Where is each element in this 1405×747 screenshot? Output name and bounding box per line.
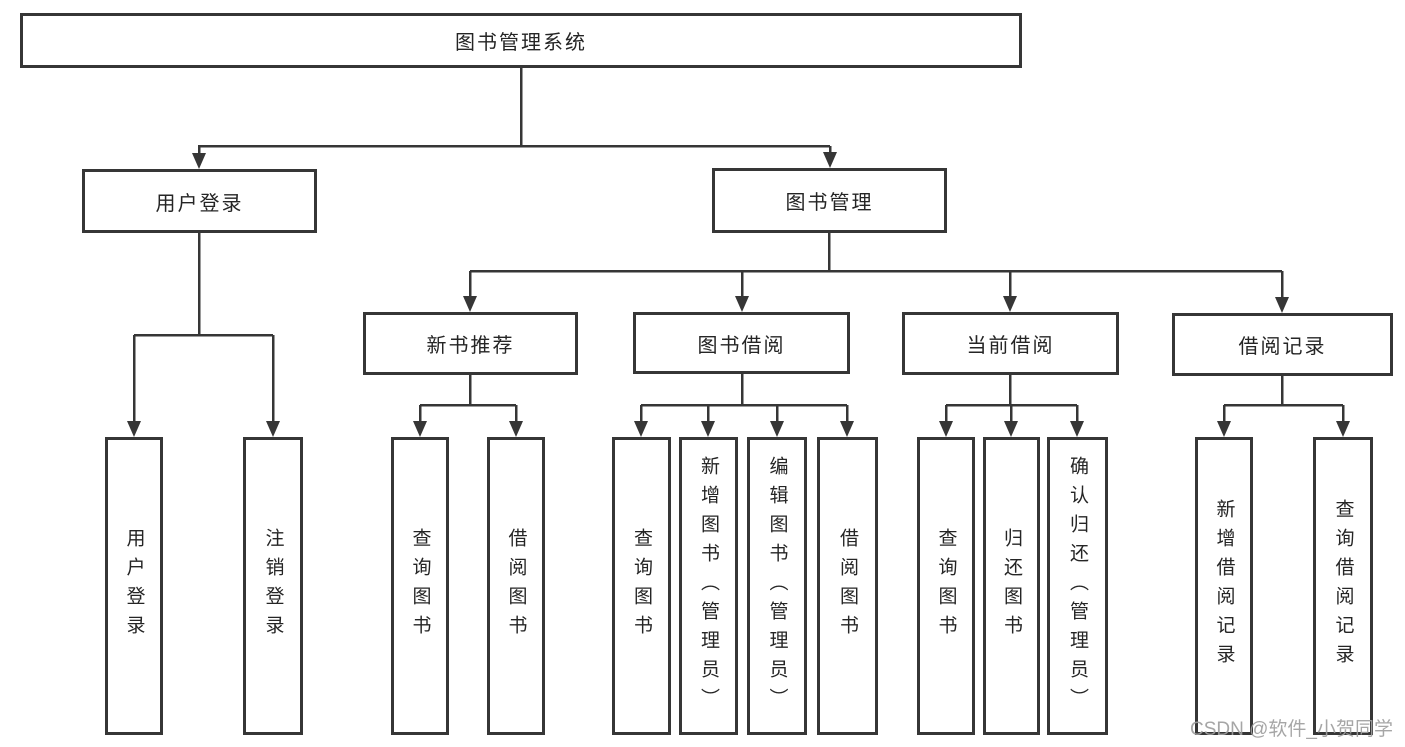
node-add-books-admin-label: 新增图书（管理员） (698, 455, 719, 717)
node-user-login-leaf-label: 用户登录 (123, 528, 145, 644)
node-query-books-current: 查询图书 (917, 437, 975, 735)
node-edit-books-admin-label: 编辑图书（管理员） (766, 455, 788, 717)
node-new-book-recommendation-label: 新书推荐 (426, 335, 515, 357)
node-query-books-current-label: 查询图书 (935, 528, 957, 644)
node-edit-books-admin: 编辑图书（管理员） (747, 437, 807, 735)
node-book-borrowing: 图书借阅 (633, 312, 850, 374)
node-user-login-leaf: 用户登录 (105, 437, 163, 735)
node-borrow-books-borrowing: 借阅图书 (817, 437, 878, 735)
node-confirm-return-admin-label: 确认归还（管理员） (1067, 455, 1088, 717)
node-borrow-books-recommend: 借阅图书 (487, 437, 545, 735)
node-book-management: 图书管理 (712, 168, 947, 233)
node-borrow-books-recommend-label: 借阅图书 (505, 528, 527, 644)
node-logout-leaf: 注销登录 (243, 437, 303, 735)
node-borrow-books-borrowing-label: 借阅图书 (837, 528, 858, 644)
node-book-borrowing-label: 图书借阅 (697, 334, 786, 357)
node-root-label: 图书管理系统 (455, 32, 587, 54)
node-add-borrow-record-label: 新增借阅记录 (1213, 499, 1235, 673)
node-borrowing-records: 借阅记录 (1172, 313, 1393, 376)
node-return-books-label: 归还图书 (1001, 528, 1022, 644)
node-current-borrowing: 当前借阅 (902, 312, 1119, 375)
node-logout-leaf-label: 注销登录 (262, 528, 284, 644)
node-return-books: 归还图书 (983, 437, 1040, 735)
node-root: 图书管理系统 (20, 13, 1022, 68)
node-new-book-recommendation: 新书推荐 (363, 312, 578, 375)
node-borrowing-records-label: 借阅记录 (1238, 336, 1327, 358)
node-query-borrow-record: 查询借阅记录 (1313, 437, 1373, 735)
node-current-borrowing-label: 当前借阅 (966, 335, 1055, 357)
csdn-watermark: CSDN @软件_小贺同学 (1190, 719, 1393, 740)
node-add-borrow-record: 新增借阅记录 (1195, 437, 1253, 735)
node-query-books-borrowing: 查询图书 (612, 437, 671, 735)
node-user-login: 用户登录 (82, 169, 317, 233)
node-user-login-label: 用户登录 (155, 192, 244, 215)
node-book-management-label: 图书管理 (785, 192, 874, 214)
node-add-books-admin: 新增图书（管理员） (679, 437, 738, 735)
node-query-books-recommend-label: 查询图书 (409, 528, 431, 644)
node-query-books-recommend: 查询图书 (391, 437, 449, 735)
node-query-books-borrowing-label: 查询图书 (631, 528, 652, 644)
node-query-borrow-record-label: 查询借阅记录 (1332, 499, 1354, 673)
node-confirm-return-admin: 确认归还（管理员） (1047, 437, 1108, 735)
